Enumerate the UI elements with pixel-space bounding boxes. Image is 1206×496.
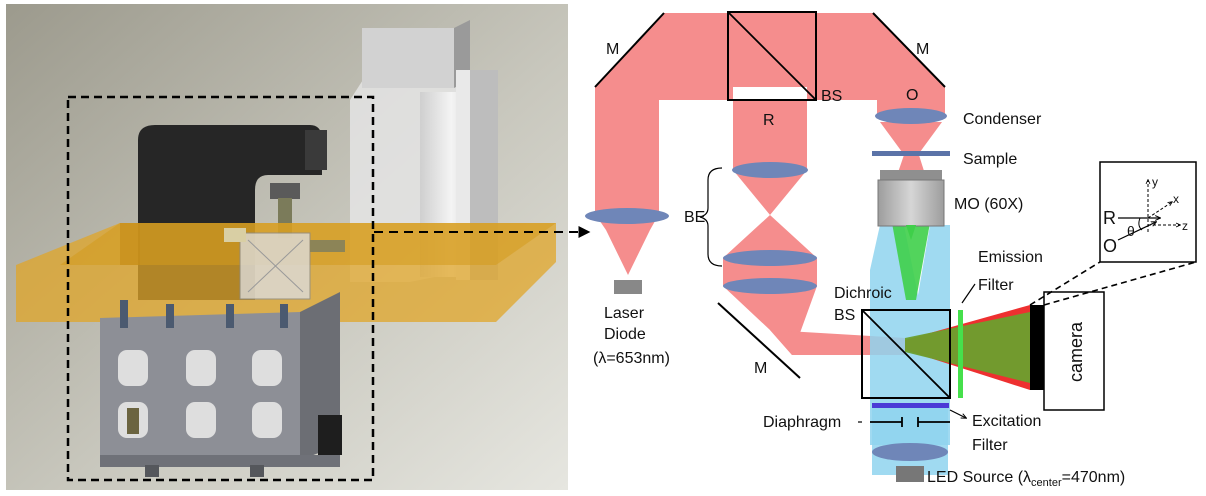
beam-object-vertical xyxy=(877,87,945,115)
label-camera: camera xyxy=(1066,321,1086,382)
label-reference-beam: R xyxy=(763,112,775,129)
mirror-top-right xyxy=(872,12,946,88)
be-lens-3 xyxy=(723,278,817,294)
laser-lens xyxy=(585,208,669,224)
beam-object-condensed xyxy=(880,122,942,152)
labels: M M BS O R Condenser Sample MO (60X) BE … xyxy=(593,41,1188,489)
camera-green-beam xyxy=(905,312,1030,383)
label-beam-splitter: BS xyxy=(821,88,842,105)
label-laser-line1: Laser xyxy=(604,305,645,322)
beam-reference-vertical xyxy=(733,100,807,170)
label-dichroic-line2: BS xyxy=(834,307,855,324)
instrument-render xyxy=(6,4,568,490)
inset-axis-z: z xyxy=(1182,219,1188,233)
label-dichroic-line1: Dichroic xyxy=(834,285,892,302)
camera-body xyxy=(1043,291,1105,411)
emission-filter xyxy=(958,310,963,398)
mirror-bottom xyxy=(717,302,801,379)
inset-axis-y: y xyxy=(1152,175,1158,189)
dichroic-cube xyxy=(861,309,951,399)
label-sample: Sample xyxy=(963,151,1017,168)
led-lens xyxy=(872,443,948,461)
label-laser-line3: (λ=653nm) xyxy=(593,350,670,367)
label-emission-line2: Filter xyxy=(978,277,1014,294)
condenser-lens xyxy=(875,108,947,124)
label-beam-expander: BE xyxy=(684,209,705,226)
beam-splitter-cube xyxy=(727,11,817,101)
beam-laser-vertical xyxy=(595,87,659,275)
excitation-beam-lower xyxy=(872,405,948,475)
inset-reference: R xyxy=(1103,208,1116,228)
excitation-beam xyxy=(870,225,950,445)
be-lens-2 xyxy=(723,250,817,266)
label-condenser: Condenser xyxy=(963,111,1042,128)
label-object-beam: O xyxy=(906,87,918,104)
label-mirror-bottom: M xyxy=(754,360,767,377)
label-led-source: LED Source (λcenter=470nm) xyxy=(927,469,1125,489)
microscope-objective xyxy=(877,170,945,240)
label-emission-line1: Emission xyxy=(978,249,1043,266)
optical-schematic xyxy=(585,11,1197,482)
inset-angle: θ xyxy=(1127,223,1135,239)
led-source xyxy=(896,466,924,482)
beam-expander-between xyxy=(723,258,817,286)
beam-top-horizontal xyxy=(595,13,945,100)
excitation-filter xyxy=(872,403,949,408)
sample-slide xyxy=(872,151,950,156)
angle-inset xyxy=(1099,161,1197,263)
optics-cube xyxy=(224,228,345,300)
excitation-pointer xyxy=(949,409,966,418)
be-lens-1 xyxy=(732,162,808,178)
emission-pointer xyxy=(961,283,976,304)
label-excitation-line2: Filter xyxy=(972,437,1008,454)
mirror-top-left xyxy=(594,12,665,88)
diaphragm xyxy=(870,417,950,427)
optical-breadboard xyxy=(100,292,342,477)
label-excitation-line1: Excitation xyxy=(972,413,1041,430)
beam-expander-diverge xyxy=(723,215,817,258)
label-mirror-top-right: M xyxy=(916,41,929,58)
laser-diode xyxy=(614,280,642,294)
inset-axis-x: x xyxy=(1173,192,1179,206)
label-diaphragm: Diaphragm xyxy=(763,414,841,431)
zoom-box xyxy=(66,95,375,482)
beam-expander-focus xyxy=(733,170,807,215)
camera-sensor xyxy=(1030,305,1044,390)
inset-object: O xyxy=(1103,236,1117,256)
laser-beam xyxy=(595,13,945,355)
label-objective: MO (60X) xyxy=(954,196,1023,213)
label-mirror-top-left: M xyxy=(606,41,619,58)
label-laser-line2: Diode xyxy=(604,326,646,343)
be-brace xyxy=(699,167,723,267)
